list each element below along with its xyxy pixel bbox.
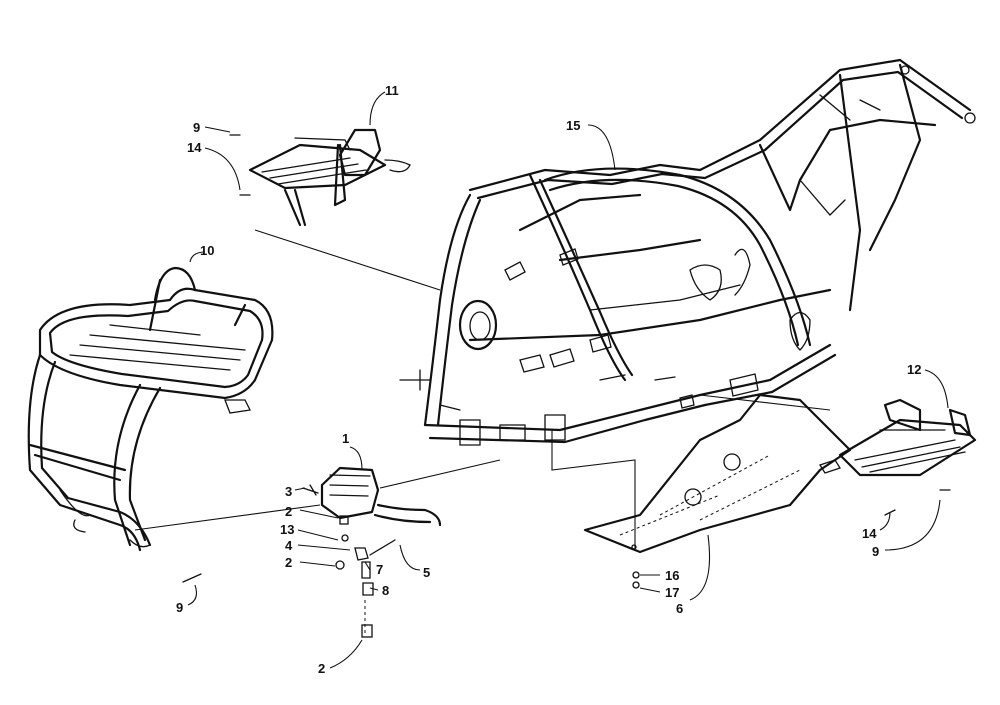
- main-frame: [399, 58, 976, 446]
- callout-1: 1: [342, 431, 349, 446]
- callout-17: 17: [665, 585, 679, 600]
- tail-light: [320, 466, 442, 527]
- callout-3: 3: [285, 484, 292, 499]
- callout-14: 14: [187, 140, 202, 155]
- callout-10: 10: [200, 243, 214, 258]
- callout-8: 8: [382, 583, 389, 598]
- front-rack: [27, 266, 274, 552]
- hardware: [182, 134, 951, 638]
- callout-2: 2: [318, 661, 325, 676]
- callout-14: 14: [862, 526, 877, 541]
- callout-2: 2: [285, 504, 292, 519]
- callout-9: 9: [872, 544, 879, 559]
- callout-4: 4: [285, 538, 293, 553]
- front-footrest: [248, 128, 411, 227]
- callout-7: 7: [376, 562, 383, 577]
- callout-2: 2: [285, 555, 292, 570]
- callout-5: 5: [423, 565, 430, 580]
- leader-lines: [134, 91, 949, 669]
- callout-15: 15: [566, 118, 580, 133]
- callout-11: 11: [385, 83, 399, 98]
- callout-16: 16: [665, 568, 679, 583]
- callout-12: 12: [907, 362, 921, 377]
- callout-9: 9: [193, 120, 200, 135]
- callout-13: 13: [280, 522, 294, 537]
- rear-footrest: [819, 398, 977, 477]
- callout-9: 9: [176, 600, 183, 615]
- callout-6: 6: [676, 601, 683, 616]
- skid-plate: [583, 393, 852, 554]
- callout-labels: 1 2 2 2 3 4 5 6 7 8 9 9 9 10 11 12 13 14…: [176, 83, 921, 676]
